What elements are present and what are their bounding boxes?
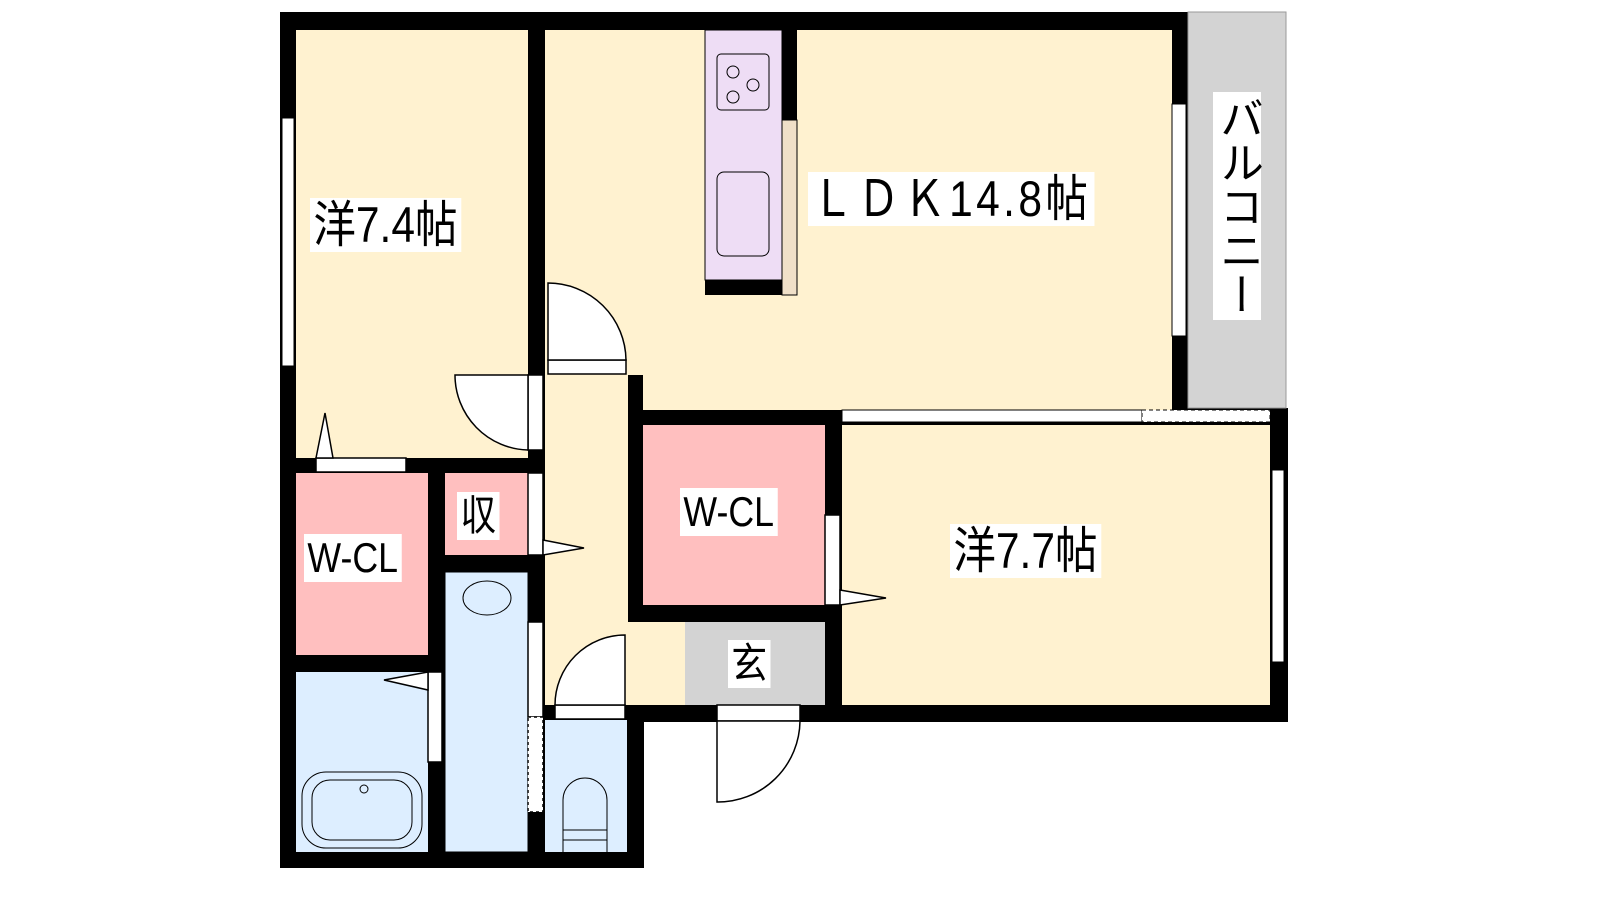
stove-icon bbox=[716, 53, 770, 111]
room-label-wcl-center: W-CL bbox=[680, 488, 778, 536]
window-ldk bbox=[1171, 103, 1187, 337]
room-label-storage: 収 bbox=[457, 492, 500, 540]
window-east bbox=[1271, 469, 1285, 663]
sink-icon bbox=[716, 171, 770, 257]
doors bbox=[315, 282, 887, 813]
room-label-western-7-4: 洋7.4帖 bbox=[310, 198, 461, 252]
sliding-door bbox=[841, 409, 1143, 423]
toilet-icon bbox=[562, 777, 608, 852]
window-west bbox=[281, 117, 295, 367]
wash-basin-icon bbox=[462, 580, 512, 616]
bathroom bbox=[296, 672, 428, 852]
room-label-entrance: 玄 bbox=[728, 640, 771, 688]
room-label-ldk: ＬＤＫ14.8帖 bbox=[808, 172, 1095, 226]
washroom bbox=[444, 571, 529, 853]
room-label-western-7-7: 洋7.7帖 bbox=[950, 524, 1101, 578]
toilet-room bbox=[545, 720, 627, 852]
room-label-wcl-left: W-CL bbox=[304, 534, 402, 582]
bathtub-icon bbox=[301, 771, 423, 849]
room-label-balcony: バルコニー bbox=[1212, 92, 1263, 320]
